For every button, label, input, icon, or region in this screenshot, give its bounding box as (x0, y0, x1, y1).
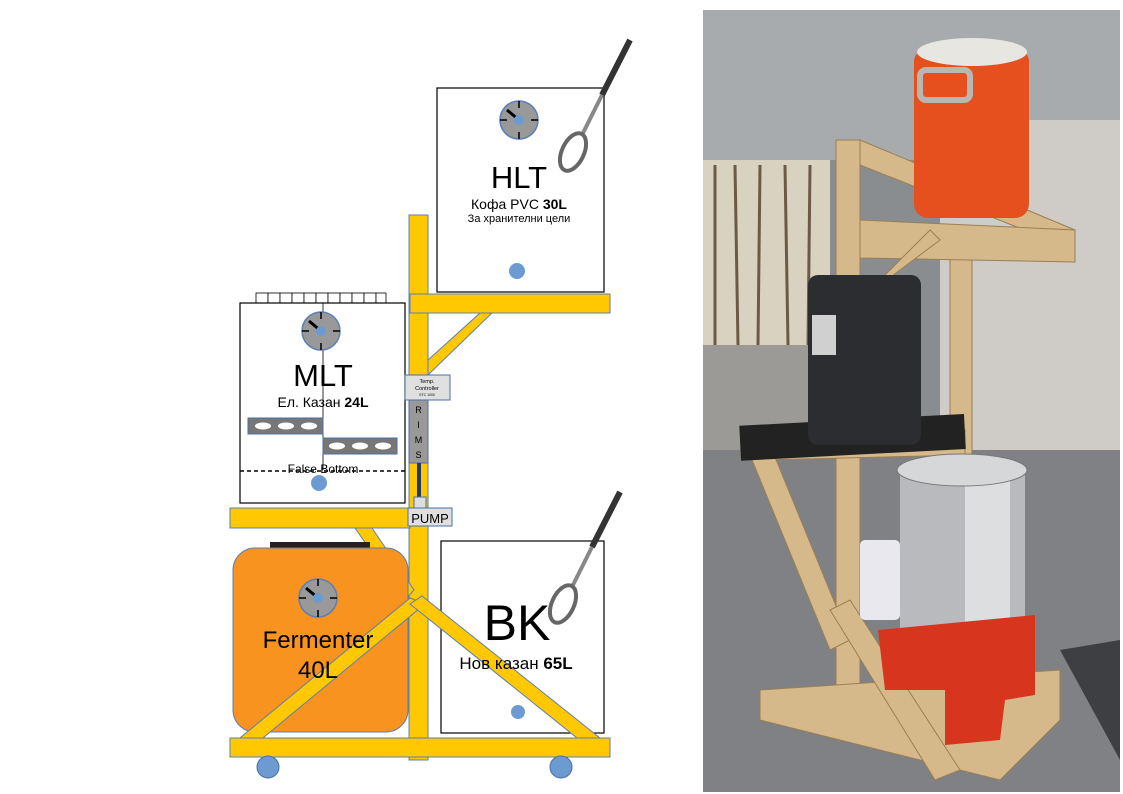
wheel-icon (256, 755, 280, 779)
svg-text:STC 1000: STC 1000 (419, 393, 435, 397)
valve-icon (509, 263, 525, 279)
base-beam (229, 737, 611, 758)
vessel-labels-overlay: Fermenter 40L Нов казан 65L (263, 627, 573, 684)
bk-subtitle: Нов казан 65L (459, 654, 572, 673)
false-bottom-label: False Bottom (288, 462, 359, 476)
hlt-note: За хранителни цели (468, 213, 571, 225)
mlt-title: MLT (293, 358, 353, 393)
fermenter-label-2: 40L (298, 657, 338, 684)
hlt-title: HLT (491, 160, 547, 195)
mlt-vessel: MLT Ел. Казан 24L False Bottom (239, 292, 406, 504)
thermometer-icon (498, 99, 540, 141)
thermometer-icon (297, 577, 339, 619)
stand-photo (703, 10, 1120, 792)
pump-label: PUMP (411, 511, 449, 526)
svg-text:Temp.: Temp. (420, 379, 435, 385)
pump: PUMP (407, 507, 453, 527)
mlt-shelf (229, 507, 411, 529)
svg-text:R: R (415, 405, 422, 415)
thermometer-icon (300, 310, 342, 352)
mlt-subtitle: Ел. Казан 24L (277, 394, 368, 410)
rims-tube: R I M S (408, 399, 429, 464)
hlt-vessel: HLT Кофа PVC 30L За хранителни цели (436, 87, 605, 293)
stand-diagram: HLT Кофа PVC 30L За хранителни цели MLT … (229, 40, 630, 779)
svg-text:S: S (415, 450, 421, 460)
fermenter-label-1: Fermenter (263, 627, 374, 654)
bk-title: BK (484, 595, 551, 651)
svg-text:Controller: Controller (415, 386, 439, 392)
pipe (417, 463, 421, 498)
valve-icon (311, 475, 327, 491)
perforated-plate (247, 417, 398, 455)
hlt-subtitle: Кофа PVC 30L (471, 196, 567, 212)
fermenter-vessel (232, 542, 409, 733)
frame-brace (427, 312, 494, 377)
pump-body (413, 496, 427, 509)
wheel-icon (549, 755, 573, 779)
temp-controller: Temp. Controller STC 1000 (404, 374, 451, 401)
svg-text:M: M (415, 435, 423, 445)
hlt-shelf (409, 293, 611, 314)
svg-text:I: I (417, 420, 420, 430)
mlt-lid (255, 292, 387, 304)
valve-icon (511, 705, 525, 719)
